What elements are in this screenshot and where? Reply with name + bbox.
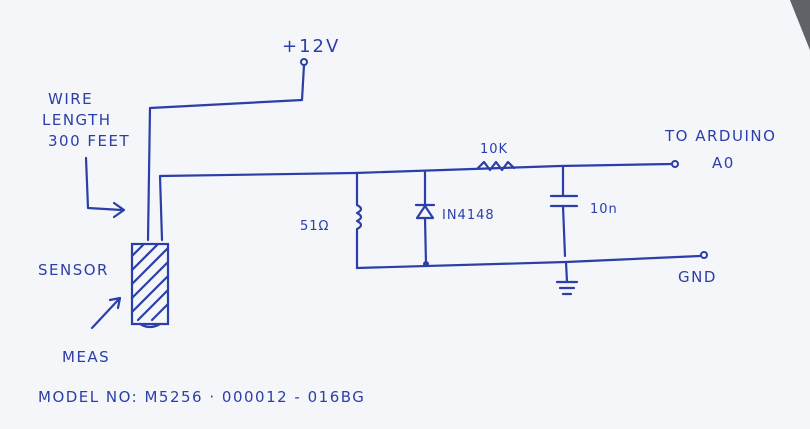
wire-length-line1: WIRE	[48, 90, 93, 108]
meas-label: MEAS	[62, 348, 110, 366]
sensor-hatch	[130, 242, 170, 322]
series-resistor	[476, 160, 516, 172]
arduino-terminal	[671, 160, 679, 168]
sensor-label: SENSOR	[38, 261, 109, 279]
supply-wire	[146, 63, 306, 242]
wire-length-line3: 300 FEET	[48, 132, 130, 150]
diode-label: IN4148	[442, 208, 495, 223]
supply-label: +12V	[282, 36, 340, 57]
signal-wire	[158, 162, 674, 242]
sensor-arrow	[90, 296, 122, 330]
ground-symbol	[555, 260, 579, 296]
arduino-pin-label: A0	[712, 154, 735, 172]
background-corner	[790, 0, 810, 50]
sensor-tip	[138, 322, 162, 329]
gnd-terminal	[700, 251, 708, 259]
wire-length-arrow	[84, 156, 126, 219]
model-number: MODEL NO: M5256 · 000012 - 016BG	[38, 388, 365, 406]
wire-length-line2: LENGTH	[42, 111, 112, 129]
capacitor	[549, 165, 579, 258]
gnd-label: GND	[678, 268, 717, 286]
ground-junction	[423, 261, 429, 267]
series-resistor-label: 10K	[480, 142, 508, 157]
diode	[414, 170, 436, 266]
capacitor-label: 10n	[590, 202, 618, 217]
shunt-resistor-label: 51Ω	[300, 219, 329, 234]
to-arduino-label: TO ARDUINO	[664, 127, 776, 145]
shunt-resistor	[355, 172, 363, 270]
